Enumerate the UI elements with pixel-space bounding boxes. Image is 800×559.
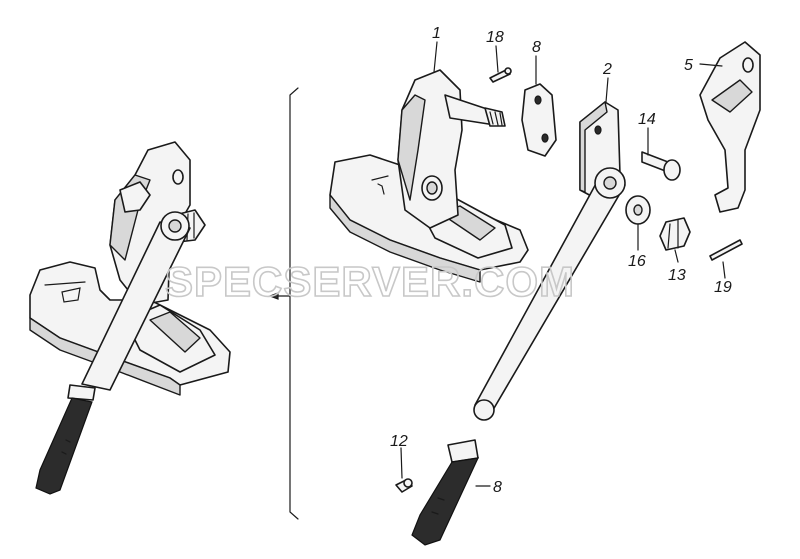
assembly-bracket [289, 87, 299, 520]
watermark: SPECSERVER.COM [165, 258, 575, 305]
callout-8-bottom: 8 [493, 479, 502, 496]
part-2-lever [473, 101, 626, 421]
callout-13: 13 [668, 267, 686, 284]
part-12-bolt [395, 478, 413, 493]
part-8-plate [521, 83, 557, 157]
part-1-bracket-base [329, 69, 529, 283]
assembled-lever-unit [29, 141, 231, 495]
callout-8-top: 8 [532, 39, 541, 56]
part-16-washer [625, 195, 651, 225]
callout-1: 1 [432, 25, 441, 42]
callout-12: 12 [390, 433, 408, 450]
part-19-pin [709, 239, 743, 261]
callout-5: 5 [684, 57, 693, 74]
callout-2: 2 [602, 61, 612, 78]
part-8-grip [411, 439, 480, 546]
callout-19: 19 [714, 279, 732, 296]
part-18-pin [489, 67, 512, 83]
part-5-hook [699, 41, 761, 213]
callout-18: 18 [486, 29, 504, 46]
callout-14: 14 [638, 111, 656, 128]
leader-lines [400, 41, 726, 487]
callout-labels: 1 18 8 2 5 14 16 13 19 12 8 [390, 25, 732, 496]
callout-16: 16 [628, 253, 646, 270]
part-13-nut [659, 217, 691, 251]
part-14-pin [641, 151, 681, 181]
